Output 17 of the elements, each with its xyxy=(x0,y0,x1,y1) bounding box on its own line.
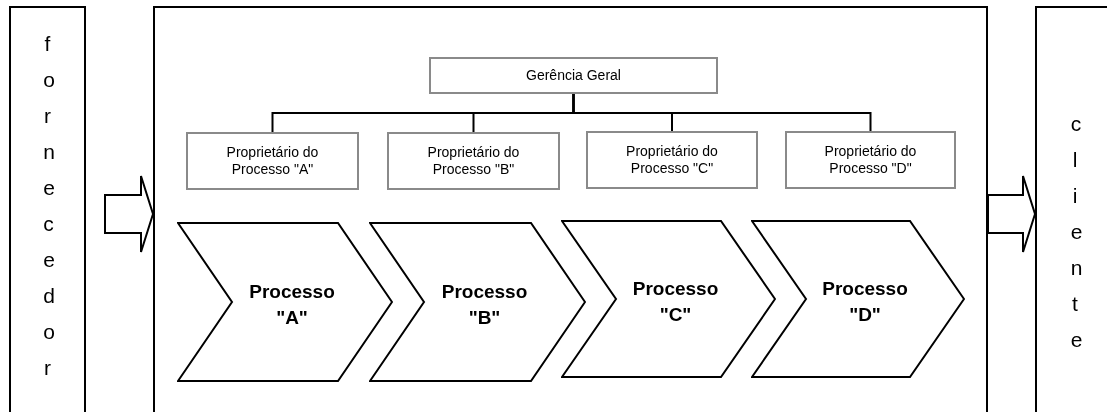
process-label: Processo "A" xyxy=(248,280,336,330)
owner-box: Proprietário do Processo "B" xyxy=(387,132,560,190)
process-label: Processo "D" xyxy=(821,277,909,327)
process-label: Processo "C" xyxy=(631,277,720,327)
frame-box xyxy=(153,6,988,412)
owner-box: Proprietário do Processo "D" xyxy=(785,131,956,189)
owner-box: Proprietário do Processo "A" xyxy=(186,132,359,190)
side-box xyxy=(1035,6,1107,412)
block-arrow xyxy=(987,175,1037,253)
vertical-label: fornecedor xyxy=(43,31,52,381)
process-label: Processo "B" xyxy=(440,280,529,330)
owner-box: Proprietário do Processo "C" xyxy=(586,131,758,189)
org-connector xyxy=(572,93,872,132)
side-box xyxy=(9,6,86,412)
vertical-label: cliente xyxy=(1070,111,1080,353)
manager-box: Gerência Geral xyxy=(429,57,718,94)
block-arrow xyxy=(104,175,155,253)
